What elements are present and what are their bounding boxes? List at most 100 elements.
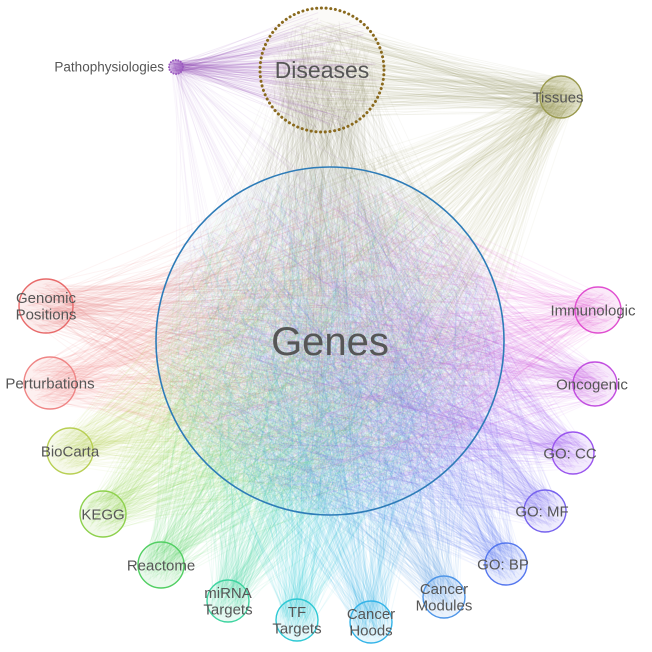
edge (65, 285, 229, 305)
edge (333, 48, 349, 221)
edge (171, 66, 278, 86)
edge (348, 92, 413, 376)
edge (221, 51, 355, 297)
edge (86, 460, 354, 472)
edge (56, 388, 290, 409)
edge (180, 67, 318, 89)
edge (206, 83, 357, 238)
edge (45, 244, 218, 385)
edge (177, 33, 364, 64)
edge (292, 100, 495, 369)
edge (296, 26, 555, 97)
edge (67, 385, 475, 393)
edge (234, 70, 350, 427)
edge (176, 62, 263, 72)
edge (208, 71, 328, 359)
edge (46, 396, 406, 443)
edge (56, 429, 360, 445)
edge (69, 308, 430, 462)
edge (49, 288, 427, 310)
edge (31, 377, 369, 498)
edge (334, 83, 559, 276)
edge (44, 304, 355, 475)
edge (46, 293, 309, 315)
edge (37, 272, 220, 366)
edge (288, 58, 451, 229)
edge (298, 84, 553, 104)
edge (310, 109, 566, 118)
edge (33, 206, 410, 386)
edge (70, 391, 348, 466)
edge (335, 81, 568, 95)
edge (329, 101, 332, 264)
label-go_cc: GO: CC (543, 445, 597, 462)
edge (185, 108, 557, 422)
edge (233, 116, 301, 476)
edge (181, 64, 351, 71)
edge (173, 71, 310, 346)
edge (267, 75, 368, 226)
edge (39, 263, 459, 327)
edge (285, 78, 577, 97)
edge (293, 51, 344, 235)
edge (345, 99, 379, 434)
edge (170, 68, 368, 236)
edge (215, 47, 334, 456)
edge (36, 264, 348, 401)
edge (49, 294, 396, 327)
edge (34, 270, 276, 304)
edge (291, 103, 424, 378)
edge (320, 89, 564, 320)
edge (342, 82, 394, 314)
edge (56, 296, 231, 314)
edge (56, 311, 494, 330)
edge (194, 108, 568, 343)
edge (356, 88, 565, 480)
edge (55, 290, 377, 364)
edge (57, 235, 386, 383)
edge (176, 63, 279, 77)
edge (47, 207, 299, 404)
edge (293, 90, 567, 108)
edge (67, 394, 340, 467)
edge (87, 446, 244, 449)
edge (180, 66, 318, 129)
edge (23, 307, 328, 458)
edge (175, 68, 399, 341)
edge (336, 81, 551, 88)
edge (288, 58, 552, 103)
edge (260, 27, 297, 219)
edge (46, 284, 299, 497)
edge (58, 439, 248, 486)
edge (59, 290, 188, 353)
edge (262, 61, 319, 429)
edge (324, 46, 393, 272)
edge (44, 362, 281, 406)
edge (41, 395, 285, 466)
edge (335, 56, 399, 355)
edge (281, 50, 367, 467)
edge (64, 322, 395, 369)
edge (47, 257, 371, 364)
edge (49, 298, 496, 355)
edge (313, 44, 353, 310)
edge (311, 36, 575, 84)
edge (51, 248, 274, 460)
edge (414, 109, 569, 199)
label-immunologic: Immunologic (550, 302, 636, 319)
edge (330, 90, 556, 103)
edge (41, 238, 306, 314)
edge (268, 54, 289, 459)
edge (41, 287, 294, 391)
edge (211, 94, 287, 342)
edge (315, 88, 563, 504)
edge (355, 65, 560, 114)
node-pathophysiologies[interactable] (168, 59, 184, 75)
edge (66, 299, 257, 437)
edge (64, 374, 239, 412)
edge (176, 67, 323, 72)
edge (46, 365, 490, 370)
edge (179, 87, 554, 419)
edge (57, 287, 471, 462)
